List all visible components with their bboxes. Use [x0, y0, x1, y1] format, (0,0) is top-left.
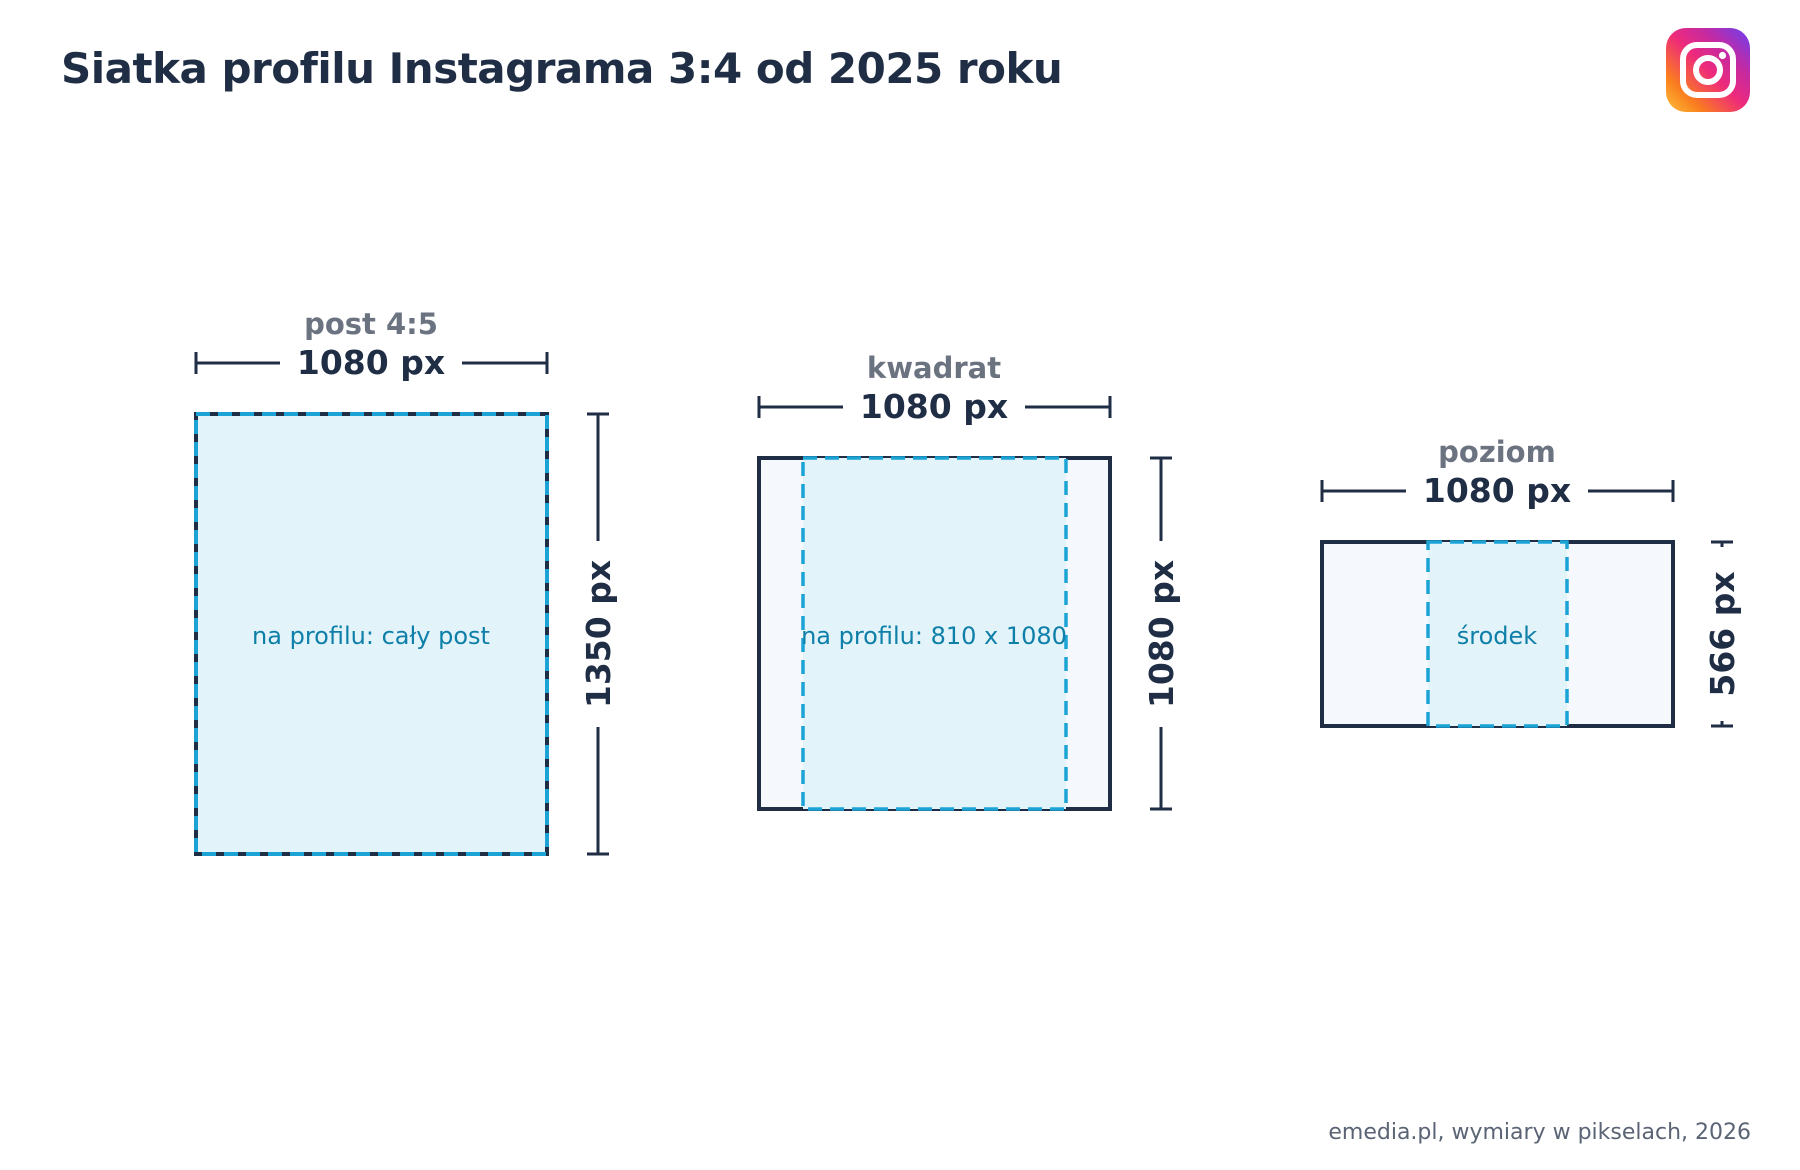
format-landscape-width-label: 1080 px — [1423, 471, 1571, 510]
format-post-frame — [194, 412, 549, 856]
format-square-visible-area — [801, 456, 1068, 811]
format-post-width-dimension — [194, 352, 549, 374]
format-square-width-label: 1080 px — [860, 387, 1008, 426]
instagram-logo-icon — [1666, 28, 1750, 112]
format-landscape-visible-label: środek — [1457, 622, 1538, 650]
format-post-height-dimension — [587, 412, 609, 856]
format-landscape-visible-area — [1426, 540, 1569, 728]
format-landscape-width-dimension — [1320, 480, 1675, 502]
format-square-height-label: 1080 px — [1142, 560, 1181, 708]
format-square: kwadrat 1080 px na profilu: 810 x 1080 1… — [757, 351, 1181, 811]
format-post-visible-label: na profilu: cały post — [252, 622, 490, 650]
format-square-height-dimension — [1150, 456, 1172, 811]
format-post-height-label: 1350 px — [579, 560, 618, 708]
format-landscape-type-label: poziom — [1438, 435, 1556, 469]
page-title: Siatka profilu Instagrama 3:4 od 2025 ro… — [61, 44, 1063, 93]
format-landscape-height-label: 566 px — [1703, 571, 1742, 696]
format-square-visible-label: na profilu: 810 x 1080 — [801, 622, 1067, 650]
footer-caption: emedia.pl, wymiary w pikselach, 2026 — [1328, 1120, 1751, 1145]
format-square-width-dimension — [757, 396, 1112, 418]
format-landscape: poziom 1080 px środek 566 px — [1320, 435, 1742, 728]
format-post-width-label: 1080 px — [297, 343, 445, 382]
format-landscape-height-dimension — [1711, 540, 1733, 728]
format-post: post 4:5 1080 px na profilu: cały post 1… — [194, 307, 618, 856]
format-square-type-label: kwadrat — [867, 351, 1001, 385]
instagram-glyph-icon — [1680, 42, 1736, 98]
format-post-type-label: post 4:5 — [304, 307, 438, 341]
